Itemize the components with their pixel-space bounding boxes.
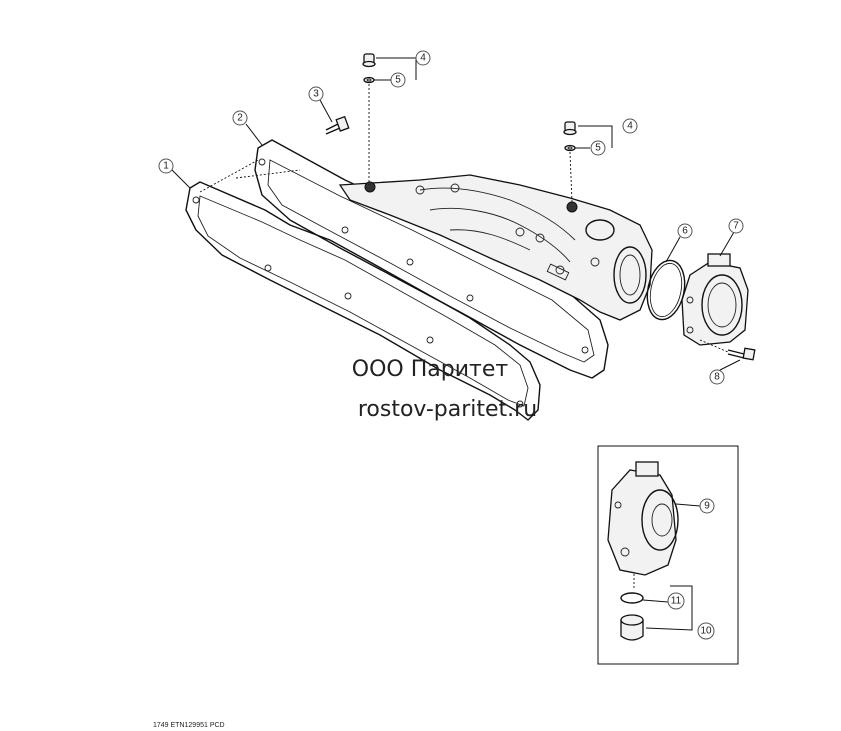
inset-box [597,445,739,665]
washer-part-5-left [363,76,375,84]
adapter-part-7 [681,253,749,346]
drawing-code: 1749 ETN129951 PCD [153,722,225,729]
callout-5-left: 5 [390,72,406,88]
callout-9: 9 [699,498,715,514]
intake-manifold-body [338,174,653,321]
callout-5-right: 5 [590,140,606,156]
callout-1: 1 [158,158,174,174]
callout-label: 1 [163,161,169,172]
callout-4-right: 4 [622,118,638,134]
plug-part-4-right [563,121,577,136]
callout-6: 6 [677,223,693,239]
housing-part-9 [607,461,679,576]
callout-label: 10 [700,626,712,637]
callout-7: 7 [728,218,744,234]
o-ring-part-11 [620,592,644,604]
callout-label: 4 [627,121,633,132]
watermark-company: ООО Паритет [351,357,509,382]
callout-label: 7 [733,221,739,232]
callout-8: 8 [709,369,725,385]
callout-label: 5 [395,75,401,86]
callout-4-left: 4 [415,50,431,66]
callout-10: 10 [697,622,715,640]
bolt-part-8 [699,339,756,361]
callout-label: 9 [704,501,710,512]
callout-3: 3 [308,86,324,102]
callout-2: 2 [232,110,248,126]
callout-label: 11 [671,596,682,607]
callout-11: 11 [667,592,685,610]
plug-part-10 [620,614,644,641]
callout-label: 6 [682,226,688,237]
callout-label: 2 [237,113,243,124]
callout-label: 5 [595,143,601,154]
callout-label: 4 [420,53,426,64]
plug-part-4-left [362,53,376,68]
callout-label: 3 [313,89,319,100]
callout-label: 8 [714,372,720,383]
bolt-part-3 [325,115,350,135]
watermark-url: rostov-paritet.ru [357,397,538,422]
washer-part-5-right [564,144,576,152]
